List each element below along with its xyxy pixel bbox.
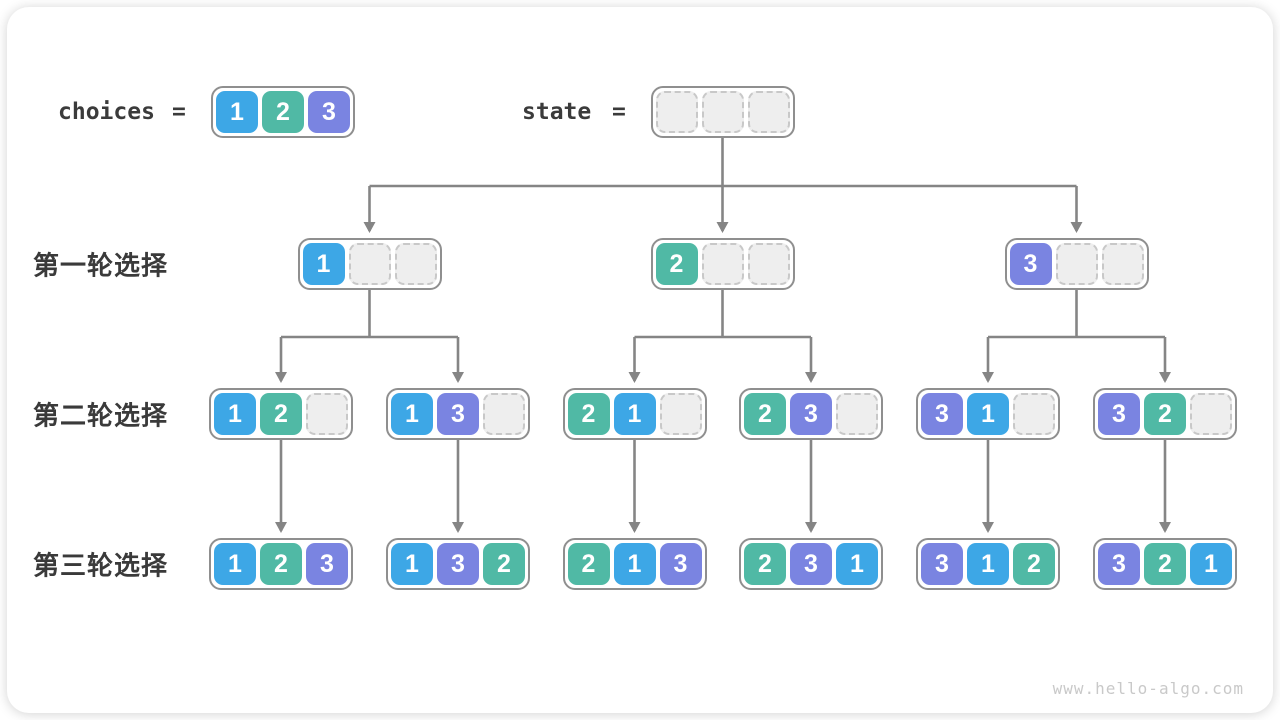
value-cell-1: 1 — [216, 91, 258, 133]
value-cell-3: 3 — [921, 393, 963, 435]
empty-slot-cell — [1013, 393, 1055, 435]
value-cell-3: 3 — [437, 393, 479, 435]
empty-slot-cell — [747, 243, 790, 285]
value-cell-1: 1 — [214, 393, 256, 435]
empty-slot-cell — [306, 393, 348, 435]
empty-slot-cell — [701, 243, 744, 285]
value-cell-2: 2 — [260, 393, 302, 435]
value-cell-2: 2 — [1013, 543, 1055, 585]
round-2-label: 第二轮选择 — [33, 400, 169, 431]
value-cell-1: 1 — [836, 543, 878, 585]
value-cell-2: 2 — [744, 543, 786, 585]
state-label: state — [522, 99, 592, 125]
state-box-r1-2: 2 — [650, 238, 795, 290]
value-cell-2: 2 — [567, 393, 610, 435]
empty-slot-cell — [701, 91, 744, 133]
value-cell-2: 2 — [567, 543, 610, 585]
value-cell-3: 3 — [308, 91, 350, 133]
value-cell-1: 1 — [391, 543, 433, 585]
value-cell-1: 1 — [1190, 543, 1232, 585]
value-cell-2: 2 — [744, 393, 786, 435]
empty-slot-cell — [655, 91, 698, 133]
value-cell-2: 2 — [262, 91, 304, 133]
value-cell-2: 2 — [655, 243, 698, 285]
value-cell-2: 2 — [1144, 393, 1186, 435]
value-cell-1: 1 — [613, 543, 656, 585]
value-cell-3: 3 — [1098, 393, 1140, 435]
state-box-r1-1: 1 — [297, 238, 442, 290]
choices-label: choices — [58, 99, 155, 125]
value-cell-3: 3 — [790, 543, 832, 585]
state-array-box — [650, 86, 795, 138]
empty-slot-cell — [836, 393, 878, 435]
value-cell-3: 3 — [1098, 543, 1140, 585]
empty-slot-cell — [348, 243, 391, 285]
watermark-url: www.hello-algo.com — [1052, 679, 1244, 698]
round-1-label: 第一轮选择 — [33, 250, 169, 281]
choices-equals-sign: = — [172, 99, 186, 125]
empty-slot-cell — [1190, 393, 1232, 435]
value-cell-1: 1 — [214, 543, 256, 585]
state-equals-sign: = — [612, 99, 626, 125]
empty-slot-cell — [394, 243, 437, 285]
round-3-label: 第三轮选择 — [33, 550, 169, 581]
value-cell-3: 3 — [1009, 243, 1052, 285]
empty-slot-cell — [659, 393, 702, 435]
empty-slot-cell — [747, 91, 790, 133]
value-cell-2: 2 — [260, 543, 302, 585]
value-cell-3: 3 — [437, 543, 479, 585]
value-cell-2: 2 — [1144, 543, 1186, 585]
value-cell-3: 3 — [659, 543, 702, 585]
value-cell-3: 3 — [306, 543, 348, 585]
value-cell-3: 3 — [790, 393, 832, 435]
value-cell-1: 1 — [967, 543, 1009, 585]
empty-slot-cell — [1055, 243, 1098, 285]
value-cell-1: 1 — [967, 393, 1009, 435]
state-box-r1-3: 3 — [1004, 238, 1149, 290]
value-cell-1: 1 — [391, 393, 433, 435]
value-cell-1: 1 — [302, 243, 345, 285]
value-cell-2: 2 — [483, 543, 525, 585]
value-cell-1: 1 — [613, 393, 656, 435]
empty-slot-cell — [1101, 243, 1144, 285]
value-cell-3: 3 — [921, 543, 963, 585]
empty-slot-cell — [483, 393, 525, 435]
